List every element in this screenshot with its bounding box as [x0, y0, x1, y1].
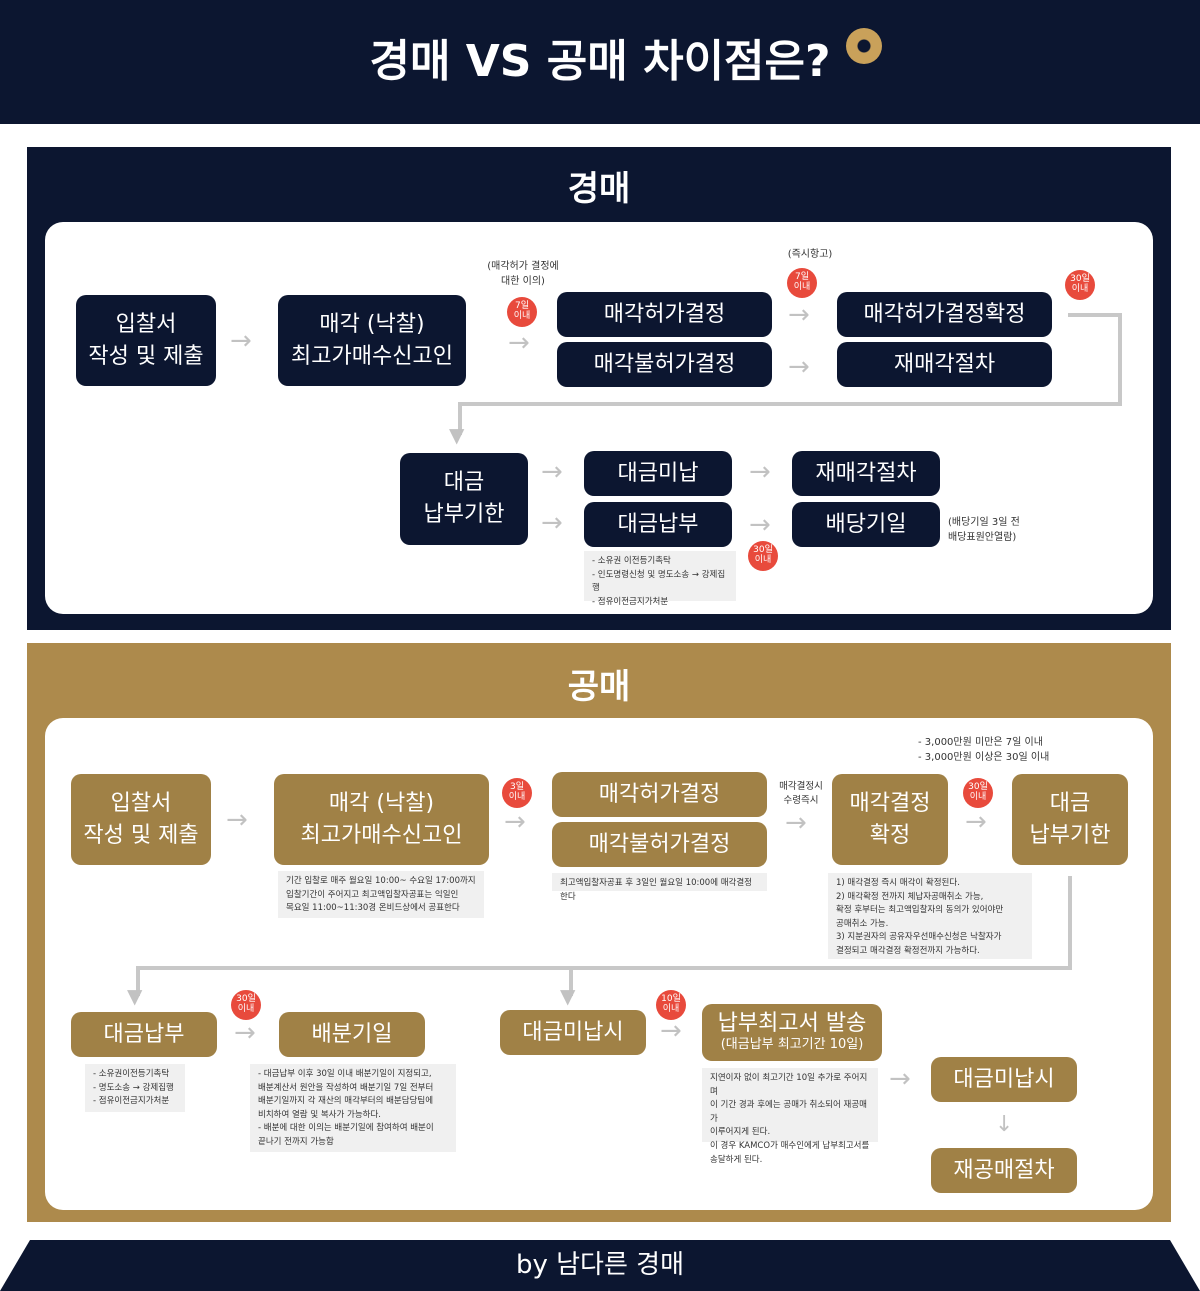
auction-badge-30days-2: 30일 이내 — [748, 541, 778, 571]
public-deadline-box: 대금 납부기한 — [1012, 774, 1128, 865]
auction-unpaid-box: 대금미납 — [584, 451, 732, 496]
connector-line — [136, 966, 1072, 970]
public-notice-box: 납부최고서 발송 (대금납부 최고기간 10일) — [702, 1004, 882, 1061]
auction-dividend-box: 배당기일 — [792, 502, 940, 547]
auction-resale2-box: 재매각절차 — [792, 451, 940, 496]
public-distribution-detail-note: - 대금납부 이후 30일 이내 배분기일이 지정되고, 배분계산서 원안을 작… — [250, 1064, 456, 1152]
auction-sale-box: 매각 (낙찰) 최고가매수신고인 — [278, 295, 466, 386]
arrow-icon: → — [889, 1064, 911, 1094]
auction-bid-box: 입찰서 작성 및 제출 — [76, 295, 216, 386]
public-distribution-box: 배분기일 — [279, 1012, 425, 1057]
page-header — [0, 0, 1200, 124]
connector-line — [458, 402, 1122, 406]
public-sale-box: 매각 (낙찰) 최고가매수신고인 — [274, 774, 489, 865]
public-badge-30days-2: 30일 이내 — [231, 990, 261, 1020]
arrow-down-icon: ▼ — [127, 984, 143, 1008]
arrow-icon: → — [230, 326, 252, 356]
arrow-icon: → — [508, 328, 530, 358]
public-badge-10days: 10일 이내 — [656, 990, 686, 1020]
auction-dividend-note: (배당기일 3일 전 배당표원안열람) — [948, 517, 1020, 543]
public-notice-detail-note: 지연이자 없이 최고기간 10일 추가로 주어지며 이 기간 경과 후에는 공매… — [702, 1068, 878, 1165]
auction-resale1-box: 재매각절차 — [837, 342, 1052, 387]
arrow-icon: → — [541, 508, 563, 538]
arrow-down-icon: ▼ — [449, 423, 465, 447]
auction-panel: 입찰서 작성 및 제출 → 매각 (낙찰) 최고가매수신고인 (매각허가 결정에… — [45, 222, 1153, 614]
arrow-icon: → — [504, 807, 526, 837]
public-paid-box: 대금납부 — [71, 1012, 217, 1057]
public-unpaid-box: 대금미납시 — [500, 1010, 646, 1055]
public-notice-sublabel: (대금납부 최고기간 10일) — [720, 1037, 864, 1053]
public-bid-period-note: 기간 입찰로 매주 월요일 10:00~ 수요일 17:00까지 입찰기간이 주… — [278, 871, 484, 918]
public-notice-label: 납부최고서 발송 — [717, 1010, 867, 1036]
coin-icon — [846, 28, 882, 64]
public-section: 공매 - 3,000만원 미만은 7일 이내 - 3,000만원 이상은 30일… — [27, 643, 1171, 1222]
page-title: 경매 VS 공매 차이점은? — [369, 36, 831, 87]
arrow-icon: → — [226, 805, 248, 835]
arrow-down-icon: ↓ — [995, 1112, 1014, 1137]
auction-paid-box: 대금납부 — [584, 502, 732, 547]
arrow-icon: → — [749, 510, 771, 540]
public-decision-note: 최고액입찰자공표 후 3일인 월요일 10:00에 매각결정한다 — [552, 873, 767, 902]
public-badge-30days-1: 30일 이내 — [963, 778, 993, 808]
auction-badge-7days-1: 7일 이내 — [507, 297, 537, 327]
public-after-payment-note: - 소유권이전등기촉탁 - 명도소송 → 강제집행 - 점유이전금지가처분 — [85, 1064, 185, 1112]
auction-title: 경매 — [567, 169, 631, 209]
footer-text: by 남다른 경매 — [515, 1250, 685, 1280]
auction-badge-7days-2: 7일 이내 — [787, 268, 817, 298]
arrow-icon: → — [788, 300, 810, 330]
auction-section: 경매 입찰서 작성 및 제출 → 매각 (낙찰) 최고가매수신고인 (매각허가 … — [27, 147, 1171, 630]
public-confirm-detail-note: 1) 매각결정 즉시 매각이 확정된다. 2) 매각확정 전까지 체납자공매취소… — [828, 873, 1032, 959]
arrow-icon: → — [749, 457, 771, 487]
connector-line — [136, 966, 140, 996]
connector-line — [1068, 876, 1072, 970]
auction-after-payment-note: - 소유권 이전등기촉탁 - 인도명령신청 및 명도소송 → 강제집행 - 점유… — [584, 551, 736, 607]
connector-line — [458, 402, 462, 435]
public-reject-box: 매각불허가결정 — [552, 822, 767, 867]
arrow-icon: → — [965, 807, 987, 837]
public-bid-box: 입찰서 작성 및 제출 — [71, 774, 211, 865]
arrow-icon: → — [541, 457, 563, 487]
public-approve-box: 매각허가결정 — [552, 772, 767, 817]
auction-badge-30days-1: 30일 이내 — [1065, 270, 1095, 300]
public-badge-3days: 3일 이내 — [502, 778, 532, 808]
connector-line — [569, 966, 573, 996]
arrow-icon: → — [788, 352, 810, 382]
footer-bar — [0, 1240, 1200, 1291]
public-panel: - 3,000만원 미만은 7일 이내 - 3,000만원 이상은 30일 이내… — [45, 718, 1153, 1210]
public-title: 공매 — [567, 667, 631, 707]
connector-line — [1118, 313, 1122, 406]
auction-appeal-note: (즉시항고) — [787, 249, 833, 260]
public-confirm-box: 매각결정 확정 — [832, 774, 948, 865]
auction-objection-note: (매각허가 결정에 대한 이의) — [487, 261, 559, 287]
auction-approve-box: 매각허가결정 — [557, 292, 772, 337]
arrow-down-icon: ▼ — [560, 984, 576, 1008]
public-unpaid2-box: 대금미납시 — [931, 1057, 1077, 1102]
connector-line — [1068, 313, 1122, 317]
public-immediate-note: 매각결정시 수령즉시 — [779, 781, 823, 806]
public-price-rule-note: - 3,000만원 미만은 7일 이내 - 3,000만원 이상은 30일 이내 — [918, 737, 1050, 763]
arrow-icon: → — [660, 1016, 682, 1046]
auction-reject-box: 매각불허가결정 — [557, 342, 772, 387]
auction-deadline-box: 대금 납부기한 — [400, 453, 528, 545]
auction-confirm-box: 매각허가결정확정 — [837, 292, 1052, 337]
arrow-icon: → — [785, 808, 807, 838]
public-republic-box: 재공매절차 — [931, 1148, 1077, 1193]
arrow-icon: → — [234, 1018, 256, 1048]
